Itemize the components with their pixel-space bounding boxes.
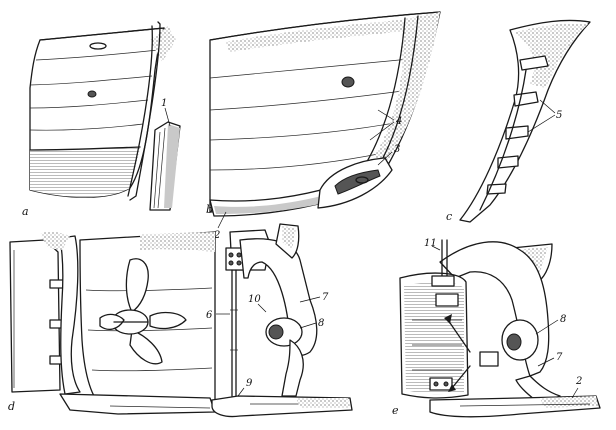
callout-11: 11 xyxy=(424,238,437,249)
panel-c-stem-frame: 5 c xyxy=(446,19,591,223)
panel-letter-b: b xyxy=(206,203,213,216)
callout-9: 9 xyxy=(246,378,253,389)
callout-3: 3 xyxy=(394,144,400,155)
propeller xyxy=(99,258,187,365)
callout-7-m: 7 xyxy=(322,292,329,303)
callout-6: 6 xyxy=(206,310,213,321)
callout-10: 10 xyxy=(248,294,261,305)
panel-a-bow-stem-bar: a 1 xyxy=(22,21,181,218)
panel-e-sternframe-rudder: e 11 8 7 2 xyxy=(392,238,601,418)
panel-letter-d: d xyxy=(8,400,15,413)
callout-2-b: 2 xyxy=(213,230,220,241)
callout-5: 5 xyxy=(556,110,562,121)
panel-d-stern-propeller: d xyxy=(8,231,216,415)
panel-b-bow-keel: b 2 3 4 xyxy=(206,11,441,241)
callout-4: 4 xyxy=(395,116,402,127)
panel-sternframe: 6 7 8 9 10 xyxy=(206,223,353,418)
callout-8-m: 8 xyxy=(318,318,324,329)
callout-7-e: 7 xyxy=(556,352,563,363)
callout-8-e: 8 xyxy=(560,314,566,325)
panel-letter-a: a xyxy=(22,205,29,218)
callout-2-e: 2 xyxy=(575,376,582,387)
panel-letter-e: e xyxy=(392,404,399,417)
callout-1: 1 xyxy=(161,98,167,109)
panel-letter-c: c xyxy=(446,210,452,223)
